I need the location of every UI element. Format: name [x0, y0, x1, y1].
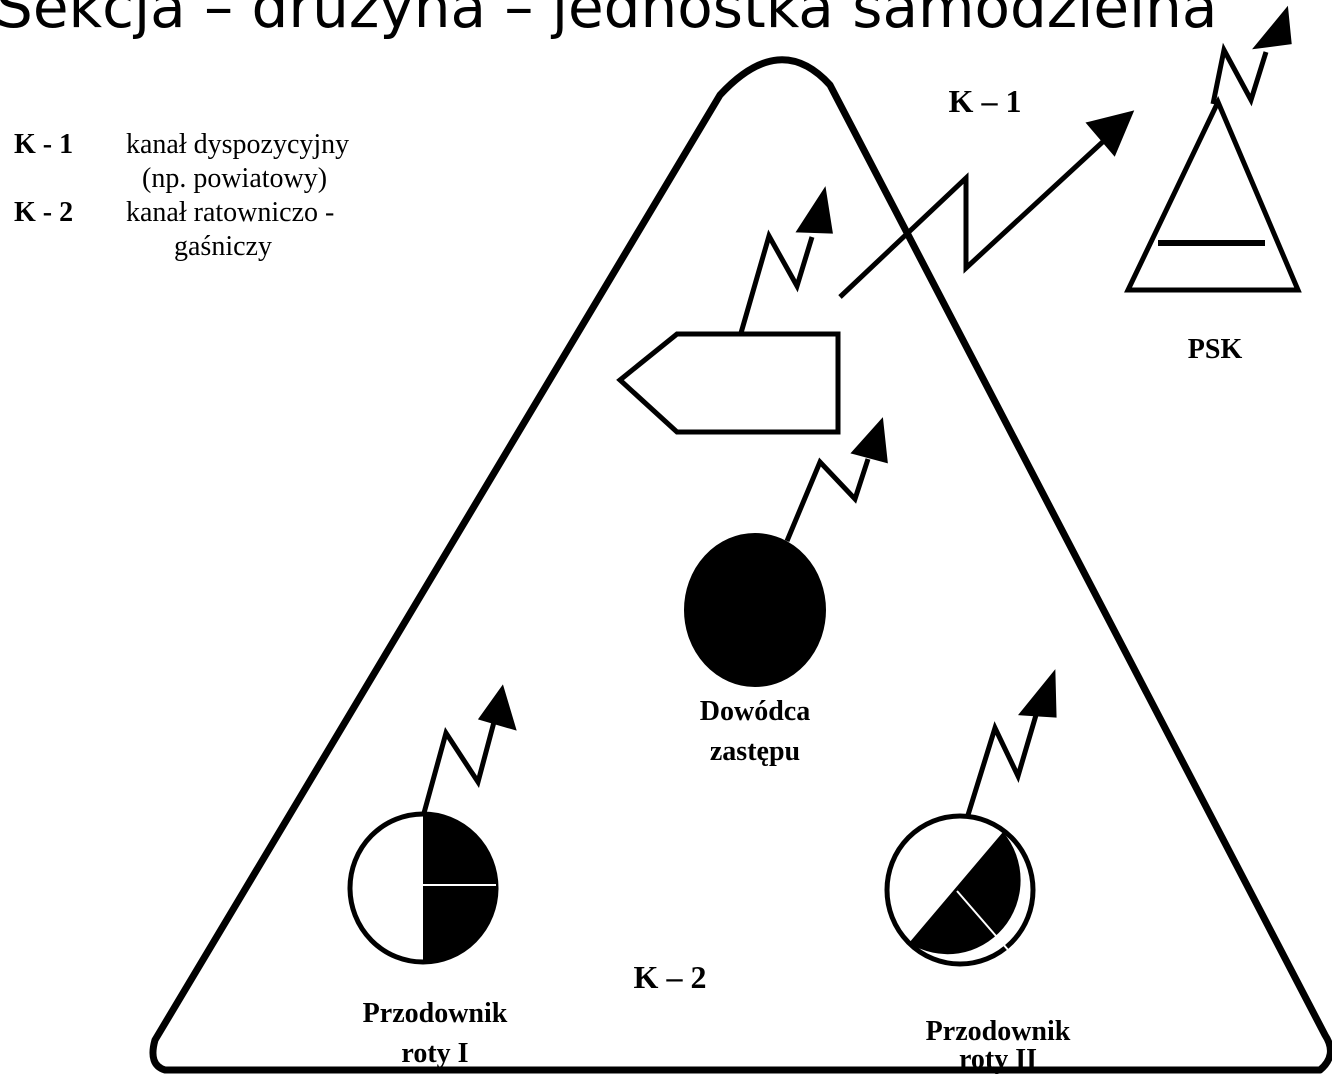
k1-link-arrow: [838, 110, 1135, 299]
radio-antenna-icon: [421, 684, 517, 814]
k1-label: K – 1: [948, 83, 1022, 119]
radio-antenna-icon: [1210, 5, 1292, 107]
radio-antenna-icon: [965, 669, 1057, 816]
legend-code: K - 1: [14, 129, 74, 160]
legend-item-cont: (np. powiatowy): [14, 162, 414, 196]
legend-desc: kanał dyspozycyjny: [126, 129, 350, 160]
commander-label-line2: zastępu: [709, 736, 801, 767]
command-post-icon: [1124, 95, 1302, 293]
vehicle-icon: [616, 331, 841, 435]
legend-desc-cont: gaśniczy: [174, 231, 272, 262]
radio-antenna-icon: [738, 186, 833, 334]
squad-leader-icon: [884, 813, 1036, 967]
slide-title: Sekcja – drużyna – jednostka samodzielna: [0, 0, 1218, 41]
legend-desc-cont: (np. powiatowy): [142, 163, 328, 194]
leader2-label-line1: Przodownik: [925, 1016, 1071, 1047]
leader1-label-line2: roty I: [401, 1038, 469, 1069]
legend: K - 1 kanał dyspozycyjny (np. powiatowy)…: [14, 128, 414, 264]
legend-item-cont: gaśniczy: [14, 230, 414, 264]
legend-item: K - 1 kanał dyspozycyjny: [14, 128, 414, 162]
legend-item: K - 2 kanał ratowniczo -: [14, 196, 414, 230]
squad-leader-icon: [347, 811, 499, 965]
radio-antenna-icon: [784, 417, 888, 542]
commander-icon: [684, 533, 826, 687]
leader1-label-line1: Przodownik: [362, 998, 508, 1029]
legend-code: K - 2: [14, 197, 74, 228]
commander-label-line1: Dowódca: [699, 696, 811, 727]
k2-label: K – 2: [633, 959, 707, 995]
psk-label: PSK: [1187, 334, 1243, 365]
unit-triangle: [149, 56, 1332, 1074]
legend-desc: kanał ratowniczo -: [126, 197, 335, 228]
leader2-label-line2: roty II: [958, 1044, 1038, 1075]
